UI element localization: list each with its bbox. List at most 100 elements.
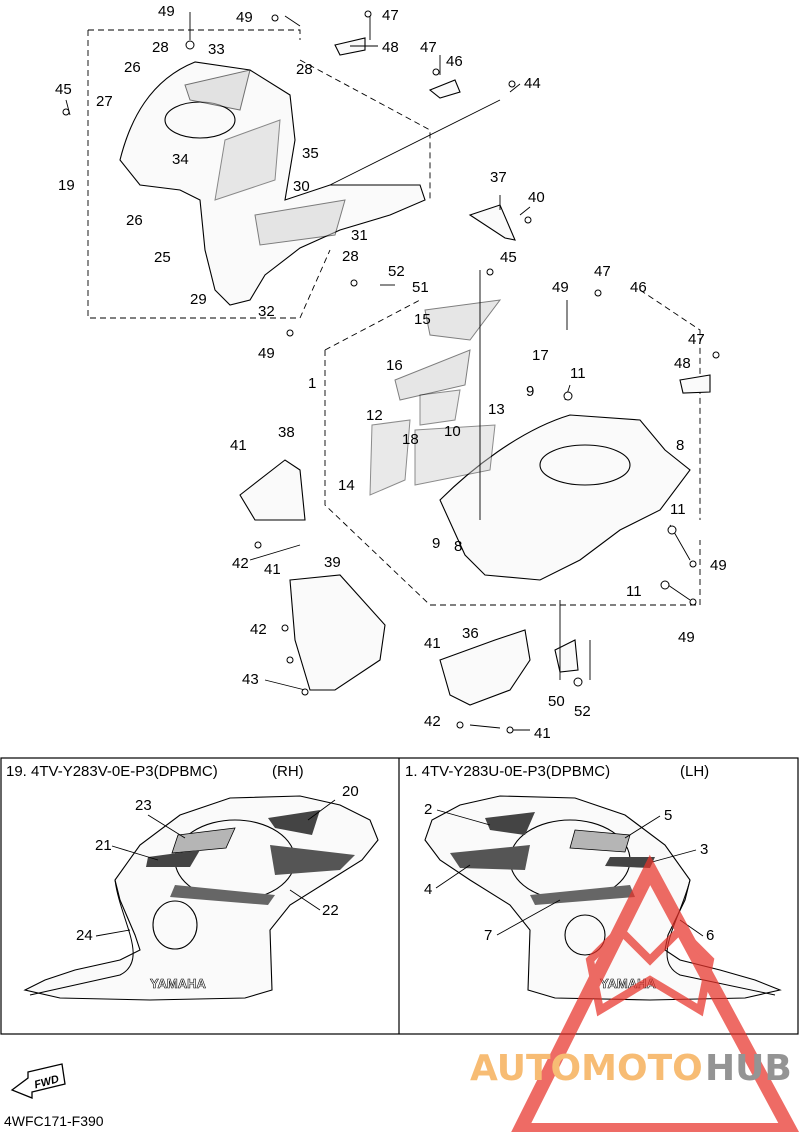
label-51: 51 (412, 279, 429, 296)
label-34: 34 (172, 151, 189, 168)
label-27: 27 (96, 93, 113, 110)
rh-decal-21 (146, 850, 200, 867)
label-45: 45 (500, 249, 517, 266)
label-49: 49 (710, 557, 727, 574)
decal-15 (424, 299, 502, 341)
label-49: 49 (236, 9, 253, 26)
lh-callout-3: 3 (700, 841, 708, 858)
rh-intake (152, 900, 198, 950)
fwd-arrow-icon (10, 1063, 66, 1099)
label-12: 12 (366, 407, 383, 424)
decal-12 (369, 419, 411, 496)
label-9: 9 (432, 535, 440, 552)
bracket-46 (428, 79, 461, 99)
rh-callout-20: 20 (342, 783, 359, 800)
label-46: 46 (446, 53, 463, 70)
label-50: 50 (548, 693, 565, 710)
label-31: 31 (351, 227, 368, 244)
label-33: 33 (208, 41, 225, 58)
lower-fairing-lh (439, 414, 691, 581)
bracket-48a (334, 37, 366, 56)
label-26: 26 (124, 59, 141, 76)
label-9: 9 (526, 383, 534, 400)
label-45: 45 (55, 81, 72, 98)
bracket-37 (468, 204, 516, 241)
label-29: 29 (190, 291, 207, 308)
label-30: 30 (293, 178, 310, 195)
label-14: 14 (338, 477, 355, 494)
lh-callout-4: 4 (424, 881, 432, 898)
label-38: 38 (278, 424, 295, 441)
label-41: 41 (264, 561, 281, 578)
upper-fairing-rh (119, 61, 426, 306)
group-1-boundary (324, 289, 701, 606)
label-42: 42 (250, 621, 267, 638)
label-8: 8 (676, 437, 684, 454)
label-11: 11 (570, 365, 586, 382)
lh-intake (564, 914, 606, 956)
label-1: 1 (308, 375, 316, 392)
decal-33 (184, 69, 251, 111)
label-28: 28 (152, 39, 169, 56)
decal-13 (414, 424, 496, 486)
label-43: 43 (242, 671, 259, 688)
panel-rh-header: 19. 4TV-Y283V-0E-P3(DPBMC) (6, 763, 218, 780)
panel-rh: 19. 4TV-Y283V-0E-P3(DPBMC) (RH) YAMAHA 2… (6, 763, 379, 1001)
label-13: 13 (488, 401, 505, 418)
label-10: 10 (444, 423, 461, 440)
figure-code: 4WFC171-F390 (4, 1113, 104, 1129)
label-47: 47 (688, 331, 705, 348)
label-26: 26 (126, 212, 143, 229)
label-47: 47 (420, 39, 437, 56)
label-41: 41 (534, 725, 551, 742)
rh-decal-22b (170, 885, 275, 905)
rh-callout-23: 23 (135, 797, 152, 814)
label-18: 18 (402, 431, 419, 448)
rh-callout-leaders (95, 799, 336, 937)
label-40: 40 (528, 189, 545, 206)
decal-16 (394, 349, 471, 401)
watermark-m-icon (585, 924, 715, 1017)
label-44: 44 (524, 75, 541, 92)
label-52: 52 (574, 703, 591, 720)
label-32: 32 (258, 303, 275, 320)
label-28: 28 (342, 248, 359, 265)
bracket-38 (239, 459, 306, 521)
fwd-arrow: FWD (10, 1063, 66, 1099)
lh-decal-5 (569, 829, 631, 853)
label-37: 37 (490, 169, 507, 186)
lh-decal-4 (450, 845, 530, 870)
label-15: 15 (414, 311, 431, 328)
label-35: 35 (302, 145, 319, 162)
label-8: 8 (454, 538, 462, 555)
lh-callout-6: 6 (706, 927, 714, 944)
panel-39 (289, 574, 386, 691)
label-39: 39 (324, 554, 341, 571)
label-41: 41 (424, 635, 441, 652)
lh-callout-2: 2 (424, 801, 432, 818)
label-41: 41 (230, 437, 247, 454)
lh-decal-3 (605, 857, 655, 868)
rh-stripe-24 (29, 879, 134, 996)
lh-callout-leaders (435, 809, 704, 937)
label-48: 48 (674, 355, 691, 372)
decal-35 (214, 119, 281, 201)
label-47: 47 (594, 263, 611, 280)
watermark-text-hub: HUB (705, 1048, 792, 1089)
label-25: 25 (154, 249, 171, 266)
rh-yamaha-logo: YAMAHA (150, 976, 206, 991)
label-49: 49 (258, 345, 275, 362)
leader-lines (65, 12, 691, 731)
decal-30 (254, 199, 346, 246)
bracket-48b (679, 374, 711, 394)
label-48: 48 (382, 39, 399, 56)
label-17: 17 (532, 347, 549, 364)
lh-callout-7: 7 (484, 927, 492, 944)
bracket-50 (554, 639, 579, 673)
label-49: 49 (552, 279, 569, 296)
label-11: 11 (626, 583, 642, 600)
lower-cutout (539, 444, 631, 486)
decal-18 (419, 389, 461, 426)
rh-decal-23 (171, 827, 236, 854)
